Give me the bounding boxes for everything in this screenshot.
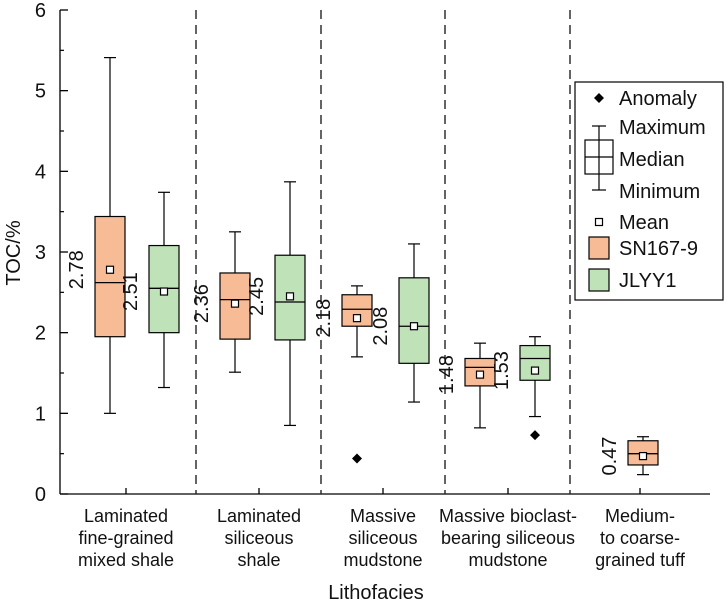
group-separators	[195, 10, 571, 494]
legend-swatch-jlyy1	[588, 268, 610, 292]
y-axis: 0 1 2 3 4 5 6	[35, 0, 68, 506]
mean-label: 2.36	[191, 284, 213, 323]
outlier-marker	[352, 453, 362, 464]
y-tick-label: 3	[35, 242, 46, 264]
x-tick-label: mixed shale	[78, 550, 174, 570]
y-tick-label: 6	[35, 0, 46, 22]
mean-marker	[105, 265, 115, 274]
x-tick-label: Medium-	[605, 506, 675, 526]
mean-label: 1.53	[491, 351, 513, 390]
mean-marker	[230, 299, 240, 308]
x-axis-title: Lithofacies	[328, 582, 424, 604]
x-tick-label: Laminated	[84, 506, 168, 526]
legend-frame	[574, 81, 724, 301]
box-jlyy1-3: 1.53	[491, 336, 551, 441]
box-iqr	[519, 344, 551, 381]
outlier-marker	[530, 430, 540, 441]
y-tick-label: 1	[35, 403, 46, 425]
legend-mean-marker	[594, 217, 604, 227]
mean-label: 2.51	[120, 272, 142, 311]
y-tick-label: 5	[35, 81, 46, 103]
mean-marker	[409, 322, 419, 331]
mean-marker	[285, 292, 295, 301]
box-sn167-9-0: 2.78	[66, 56, 126, 414]
x-tick-label: siliceous	[224, 528, 293, 548]
mean-marker	[475, 370, 485, 379]
y-tick-label: 2	[35, 323, 46, 345]
box-jlyy1-0: 2.51	[120, 191, 180, 389]
x-tick-label: siliceous	[348, 528, 417, 548]
x-tick-label: grained tuff	[595, 550, 686, 570]
legend-label: JLYY1	[619, 270, 676, 292]
x-tick-label: Massive	[350, 506, 416, 526]
y-tick-label: 4	[35, 161, 46, 183]
box-iqr	[398, 277, 430, 364]
box-iqr	[94, 215, 126, 338]
mean-label: 2.08	[370, 307, 392, 346]
box-sn167-9-2: 2.18	[313, 285, 373, 464]
x-tick-label: fine-grained	[78, 528, 173, 548]
y-axis-title: TOC/%	[3, 220, 25, 285]
x-tick-label: shale	[237, 550, 280, 570]
x-tick-label: Massive bioclast-	[439, 506, 577, 526]
legend-label: Anomaly	[619, 88, 697, 110]
box-series: 2.78 2.36 2.18 1.48 0.47 2.51 2.45 2.08 1.53	[66, 56, 659, 476]
x-tick-label: bearing siliceous	[441, 528, 575, 548]
legend-label: Mean	[619, 212, 669, 234]
legend-label: Minimum	[619, 181, 700, 203]
y-tick-label: 0	[35, 484, 46, 506]
mean-label: 2.45	[246, 277, 268, 316]
legend-label: Maximum	[619, 117, 706, 139]
legend-label: Median	[619, 149, 685, 171]
box-sn167-9-4: 0.47	[599, 436, 659, 476]
mean-marker	[159, 287, 169, 296]
mean-label: 0.47	[599, 437, 621, 476]
box-sn167-9-3: 1.48	[436, 342, 496, 429]
mean-marker	[352, 314, 362, 323]
x-tick-label: mudstone	[343, 550, 422, 570]
legend-label: SN167-9	[619, 238, 698, 260]
mean-marker	[530, 366, 540, 375]
mean-marker	[638, 451, 648, 461]
mean-label: 2.18	[313, 299, 335, 338]
box-jlyy1-2: 2.08	[370, 243, 430, 403]
legend: AnomalyMaximumMedianMinimumMeanSN167-9JL…	[574, 81, 724, 301]
box-sn167-9-1: 2.36	[191, 231, 251, 373]
legend-anomaly-marker	[594, 93, 604, 103]
x-tick-label: mudstone	[468, 550, 547, 570]
x-tick-label: to coarse-	[600, 528, 680, 548]
legend-swatch-sn167-9	[588, 236, 610, 260]
x-tick-label: Laminated	[217, 506, 301, 526]
mean-label: 2.78	[66, 250, 88, 289]
box-jlyy1-1: 2.45	[246, 181, 306, 427]
mean-label: 1.48	[436, 355, 458, 394]
